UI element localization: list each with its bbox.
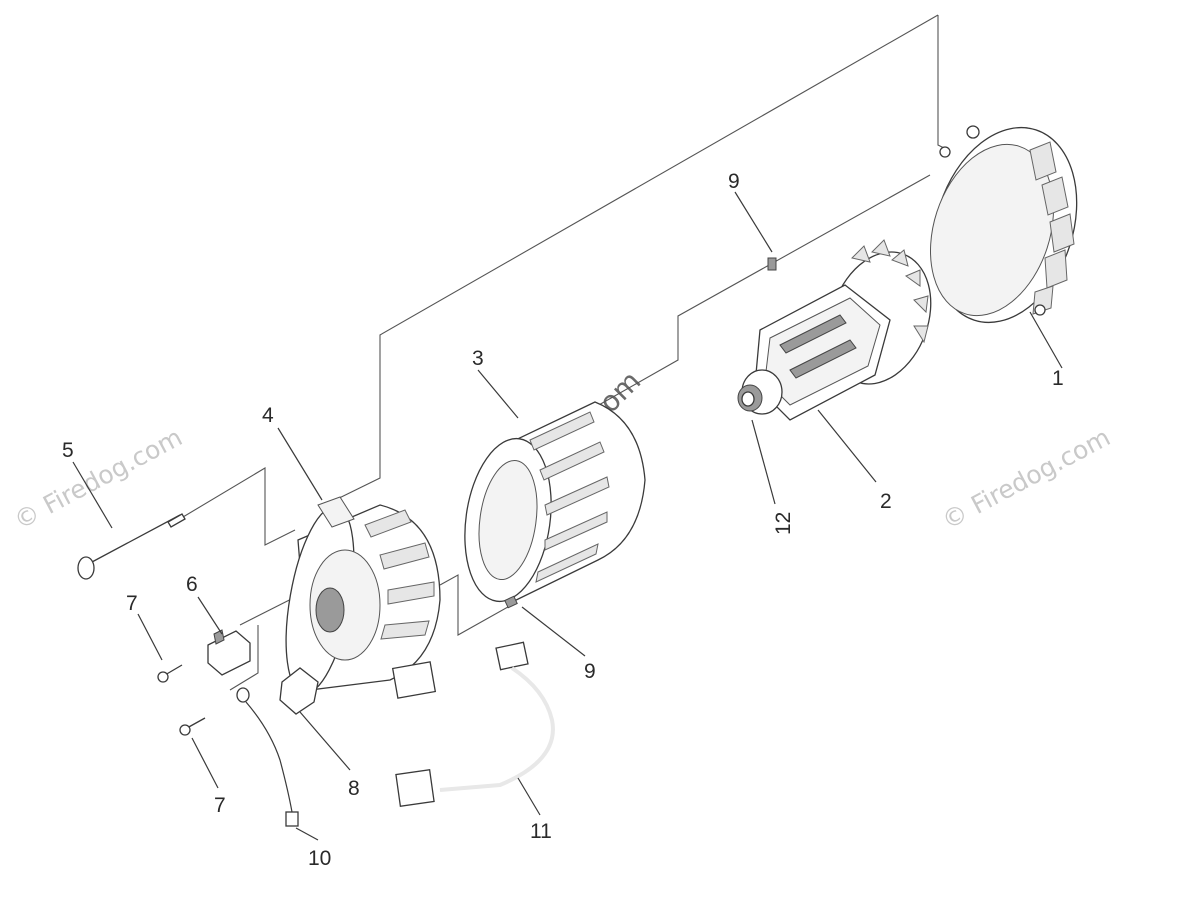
- part-brush-holder: [207, 629, 251, 676]
- callout-5: 5: [62, 439, 74, 462]
- callout-6: 6: [186, 573, 198, 596]
- callout-7-lower: 7: [214, 794, 226, 817]
- assembly-line-top: [937, 15, 949, 151]
- callout-7-upper: 7: [126, 592, 138, 615]
- assembly-lines: [177, 14, 949, 691]
- assembly-line-stator-bottom: [439, 574, 516, 636]
- part-screws: [157, 664, 206, 736]
- assembly-line-rotor: [589, 174, 931, 411]
- leader-lines: [72, 191, 1063, 841]
- part-stator: [464, 401, 646, 606]
- callout-10: 10: [308, 847, 331, 870]
- assembly-line-bolt: [177, 467, 296, 546]
- callout-11: 11: [530, 820, 552, 843]
- part-front-housing: [285, 496, 441, 699]
- watermark-right: © Firedog.com: [937, 422, 1115, 535]
- part-rear-cover: [929, 125, 1078, 324]
- callout-2: 2: [880, 490, 892, 513]
- part-rotor-fan: [737, 239, 932, 421]
- callout-1: 1: [1052, 367, 1064, 390]
- callout-numbers: 1 2 3 4 5 6 7 7 8 9 9 10 11 12: [62, 170, 1064, 870]
- callout-8: 8: [348, 777, 360, 800]
- callout-4: 4: [262, 404, 274, 427]
- assembly-line-cover: [324, 14, 939, 506]
- callout-9-upper: 9: [728, 170, 740, 193]
- watermark-left: © Firedog.com: [9, 422, 187, 535]
- part-wire-harness: [395, 641, 555, 807]
- part-rectifier: [279, 667, 319, 715]
- part-through-bolt: [77, 513, 186, 580]
- callout-12: 12: [772, 512, 795, 535]
- part-pins: [504, 257, 777, 609]
- part-ground-wire: [236, 687, 299, 827]
- assembly-line-brush-lower: [229, 625, 259, 691]
- callout-3: 3: [472, 347, 484, 370]
- callout-9-lower: 9: [584, 660, 596, 683]
